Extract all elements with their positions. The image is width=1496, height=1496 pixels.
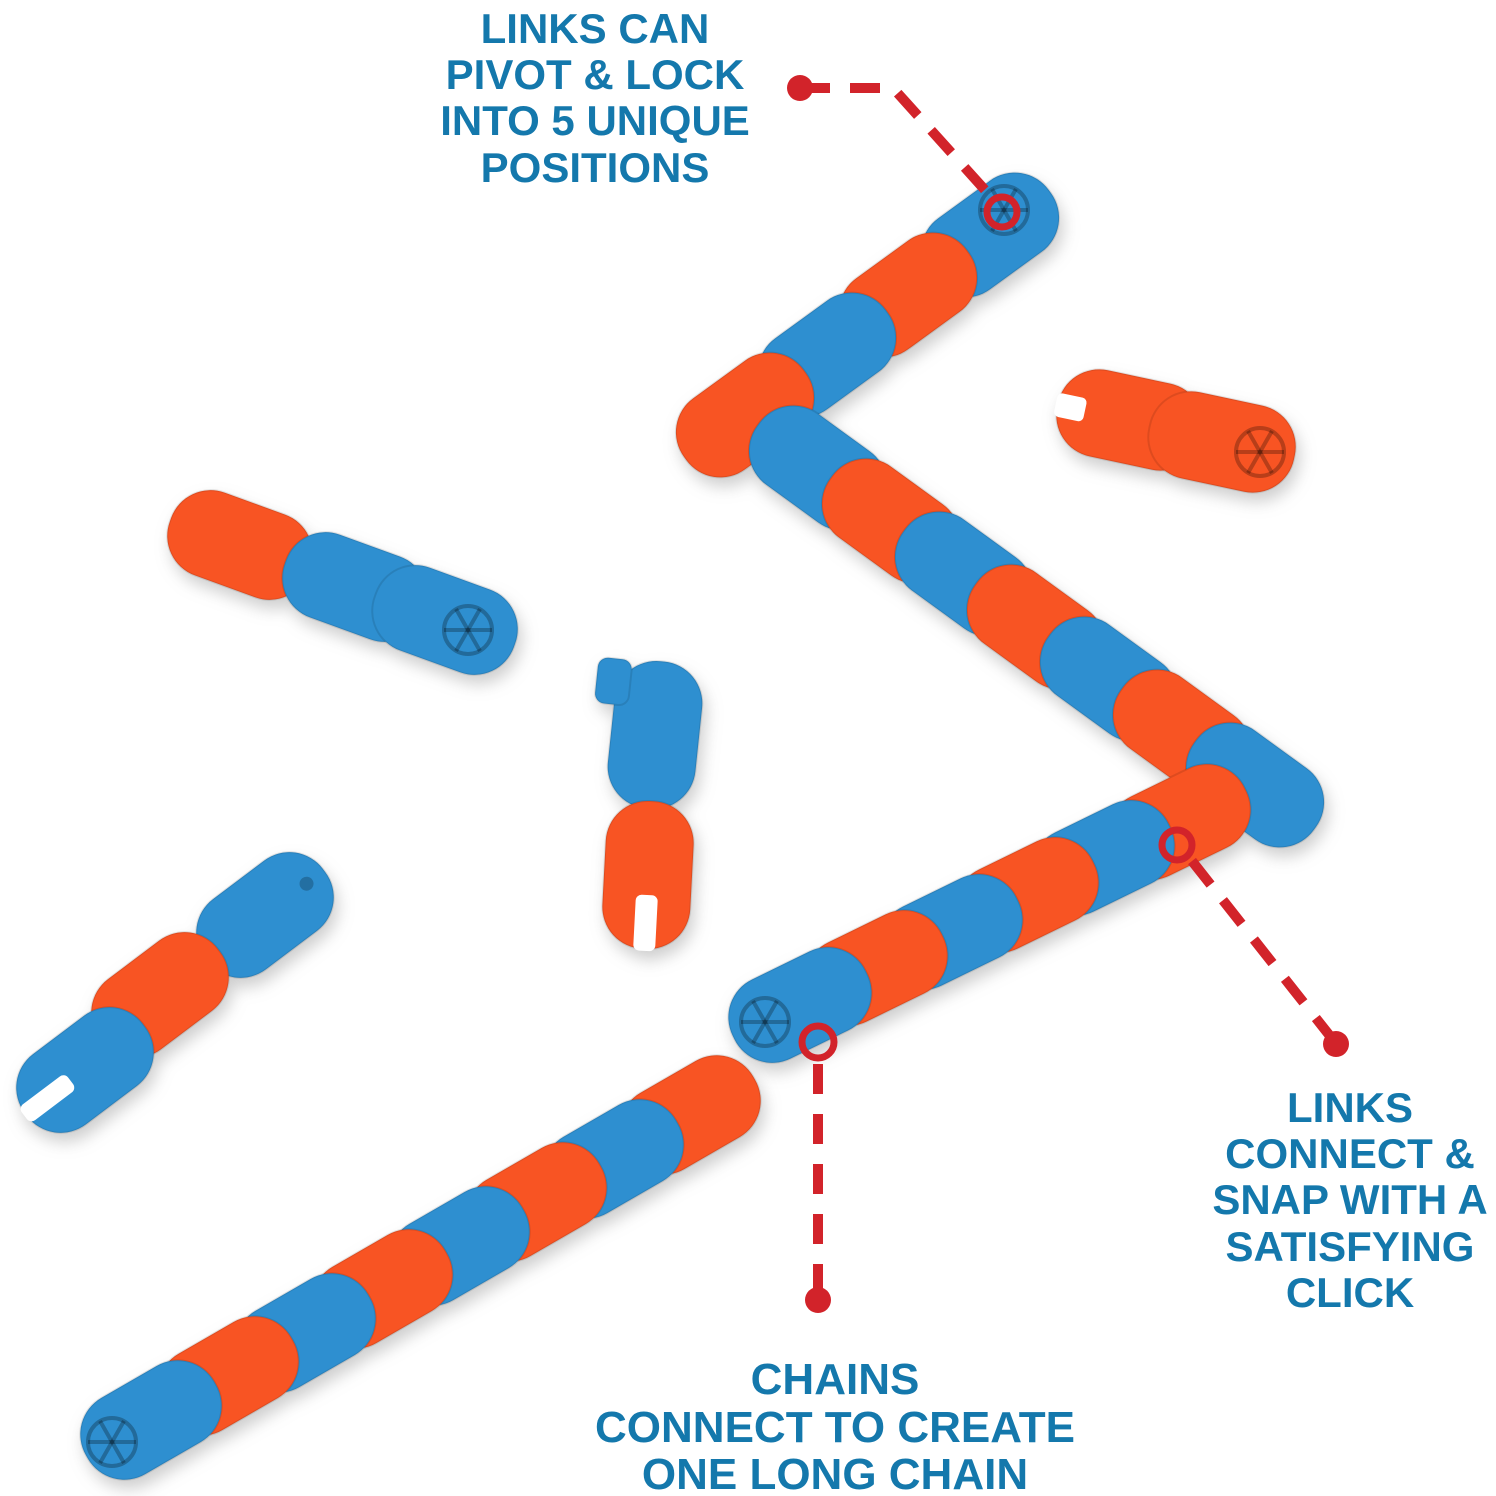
callout-snap-leader <box>1158 826 1349 1057</box>
leader-dot-icon <box>805 1287 831 1313</box>
callout-pivot-leader <box>787 75 1021 231</box>
fidget-link <box>727 946 873 1064</box>
callout-pivot-text: LINKS CAN PIVOT & LOCK INTO 5 UNIQUE POS… <box>440 5 750 191</box>
fidget-link <box>15 1006 155 1134</box>
callout-chains-text: CHAINS CONNECT TO CREATE ONE LONG CHAIN <box>595 1355 1075 1496</box>
fidget-link <box>594 656 704 811</box>
fidget-link <box>601 799 695 952</box>
fidget-piece-top-right <box>1054 368 1297 494</box>
fidget-piece-center <box>594 656 704 952</box>
callout-chains-leader <box>798 1022 838 1313</box>
link-slot <box>20 1075 75 1122</box>
callout-snap-text: LINKS CONNECT & SNAP WITH A SATISFYING C… <box>1212 1084 1488 1316</box>
fidget-chain-bottom-left <box>79 1054 762 1481</box>
leader-ring-icon <box>798 1022 838 1062</box>
leader-dot-icon <box>1323 1031 1349 1057</box>
fidget-chain-main <box>674 171 1326 1064</box>
leader-ring-icon <box>983 193 1021 231</box>
fidget-piece-mid-left <box>15 851 335 1134</box>
leader-line <box>1188 857 1334 1040</box>
link-notch <box>1054 393 1087 422</box>
link-hole <box>299 876 314 891</box>
link-slot <box>633 894 658 952</box>
link-tab <box>594 656 633 707</box>
fidget-link <box>1147 390 1297 494</box>
leader-ring-icon <box>1158 826 1196 864</box>
fidget-piece-left <box>166 489 519 676</box>
leader-line <box>800 83 998 204</box>
